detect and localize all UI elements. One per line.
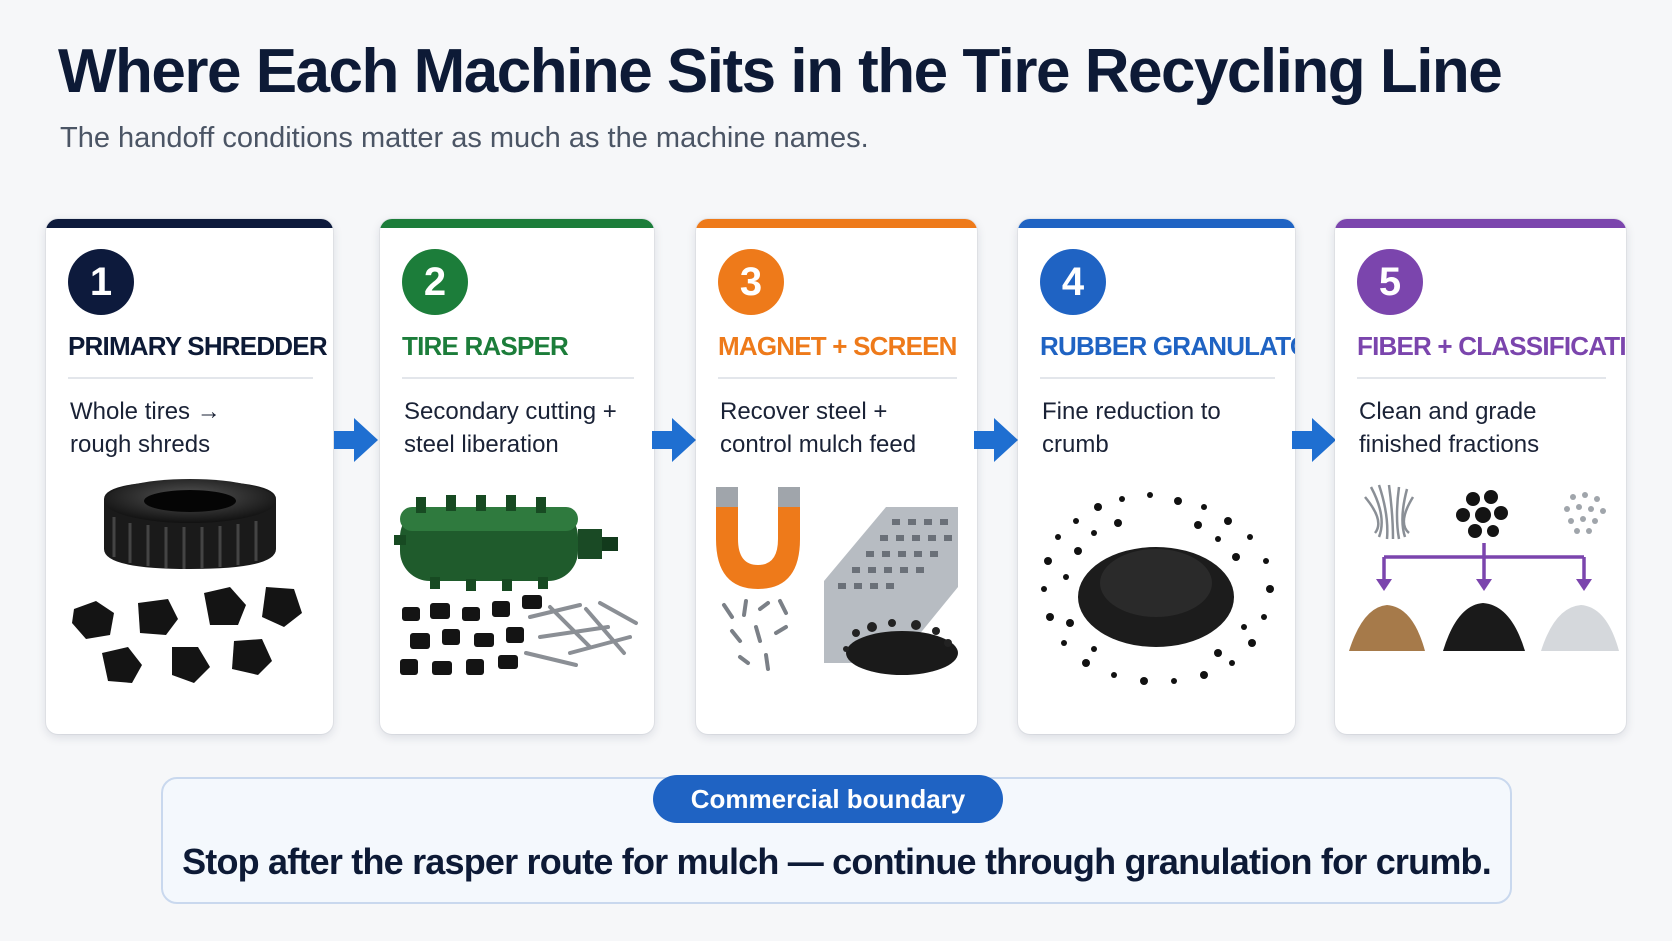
flow-arrow-right-icon — [334, 418, 378, 462]
card-divider — [718, 377, 957, 379]
step-number-badge: 1 — [68, 249, 134, 315]
step-description: Secondary cutting + steel liberation — [404, 398, 617, 458]
card-divider — [402, 377, 634, 379]
step-title: MAGNET + SCREEN — [718, 331, 957, 361]
magnet-and-screen-icon — [716, 487, 958, 675]
step-number-badge: 2 — [402, 249, 468, 315]
step-card-primary-shredder: 1 PRIMARY SHREDDER Whole tires → rough s… — [46, 219, 333, 734]
page-title: Where Each Machine Sits in the Tire Recy… — [58, 37, 1503, 106]
page-subtitle: The handoff conditions matter as much as… — [60, 122, 869, 154]
rubber-crumb-pile-icon — [1041, 492, 1274, 685]
step-title: PRIMARY SHREDDER — [68, 331, 328, 361]
step-card-fiber-classification: 5 FIBER + CLASSIFICATION Clean and grade… — [1335, 219, 1626, 734]
commercial-boundary-text: Stop after the rasper route for mulch — … — [182, 841, 1492, 882]
step-number-badge: 5 — [1357, 249, 1423, 315]
flow-arrow-right-icon — [1292, 418, 1336, 462]
classification-fractions-icon — [1349, 484, 1619, 651]
step-title: FIBER + CLASSIFICATION — [1357, 331, 1626, 361]
step-description: Clean and grade finished fractions — [1359, 398, 1540, 458]
step-number-badge: 4 — [1040, 249, 1106, 315]
rasper-rotor-icon — [394, 495, 638, 675]
card-accent-bar — [46, 219, 333, 228]
card-divider — [1040, 377, 1275, 379]
step-card-tire-rasper: 2 TIRE RASPER Secondary cutting + steel … — [380, 219, 654, 734]
step-description: Whole tires → rough shreds — [70, 398, 221, 458]
card-divider — [68, 377, 313, 379]
step-description: Recover steel + control mulch feed — [720, 398, 917, 458]
card-accent-bar — [380, 219, 654, 228]
step-card-rubber-granulator: 4 RUBBER GRANULATOR Fine reduction to cr… — [1018, 219, 1295, 734]
step-card-magnet-screen: 3 MAGNET + SCREEN Recover steel + contro… — [696, 219, 977, 734]
card-accent-bar — [1335, 219, 1626, 228]
card-divider — [1357, 377, 1606, 379]
flow-arrow-right-icon — [974, 418, 1018, 462]
flow-arrow-right-icon — [652, 418, 696, 462]
tire-and-shreds-icon — [72, 479, 302, 683]
step-number-badge: 3 — [718, 249, 784, 315]
step-title: RUBBER GRANULATOR — [1040, 331, 1295, 361]
step-description: Fine reduction to crumb — [1042, 398, 1221, 458]
step-title: TIRE RASPER — [402, 331, 569, 361]
commercial-boundary-panel: Commercial boundary Stop after the raspe… — [161, 775, 1512, 904]
card-accent-bar — [1018, 219, 1295, 228]
card-accent-bar — [696, 219, 977, 228]
commercial-boundary-badge: Commercial boundary — [653, 775, 1003, 823]
